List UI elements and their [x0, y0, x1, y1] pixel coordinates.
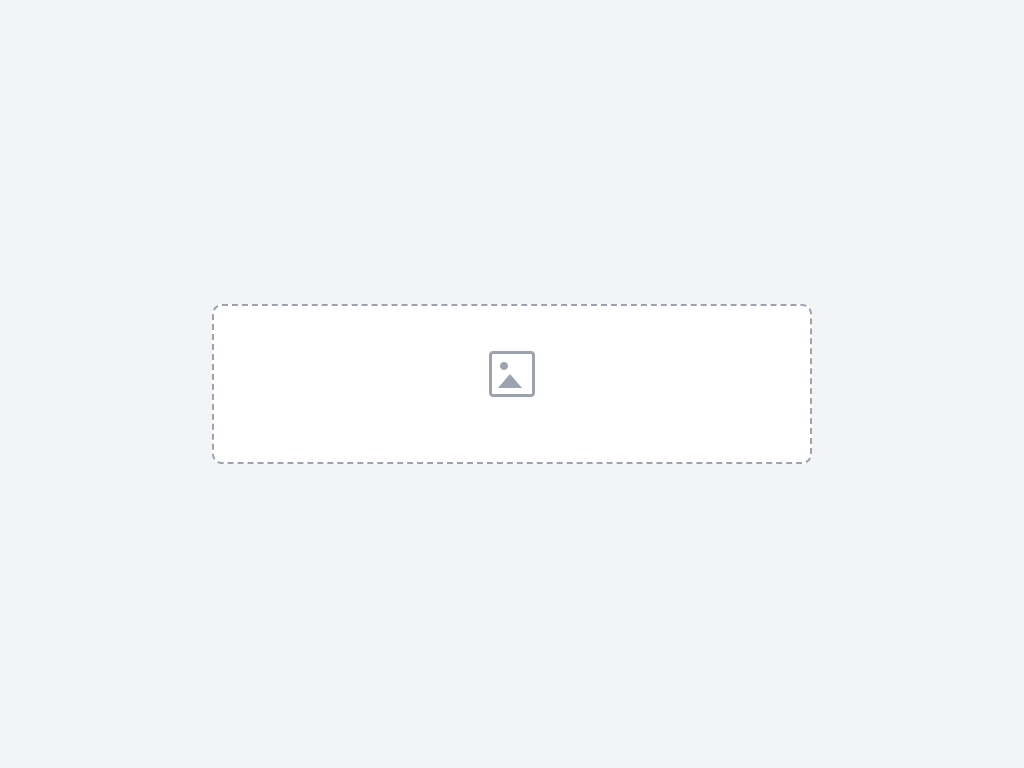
missing-image-placeholder: [212, 304, 812, 464]
image-icon: [489, 351, 535, 397]
